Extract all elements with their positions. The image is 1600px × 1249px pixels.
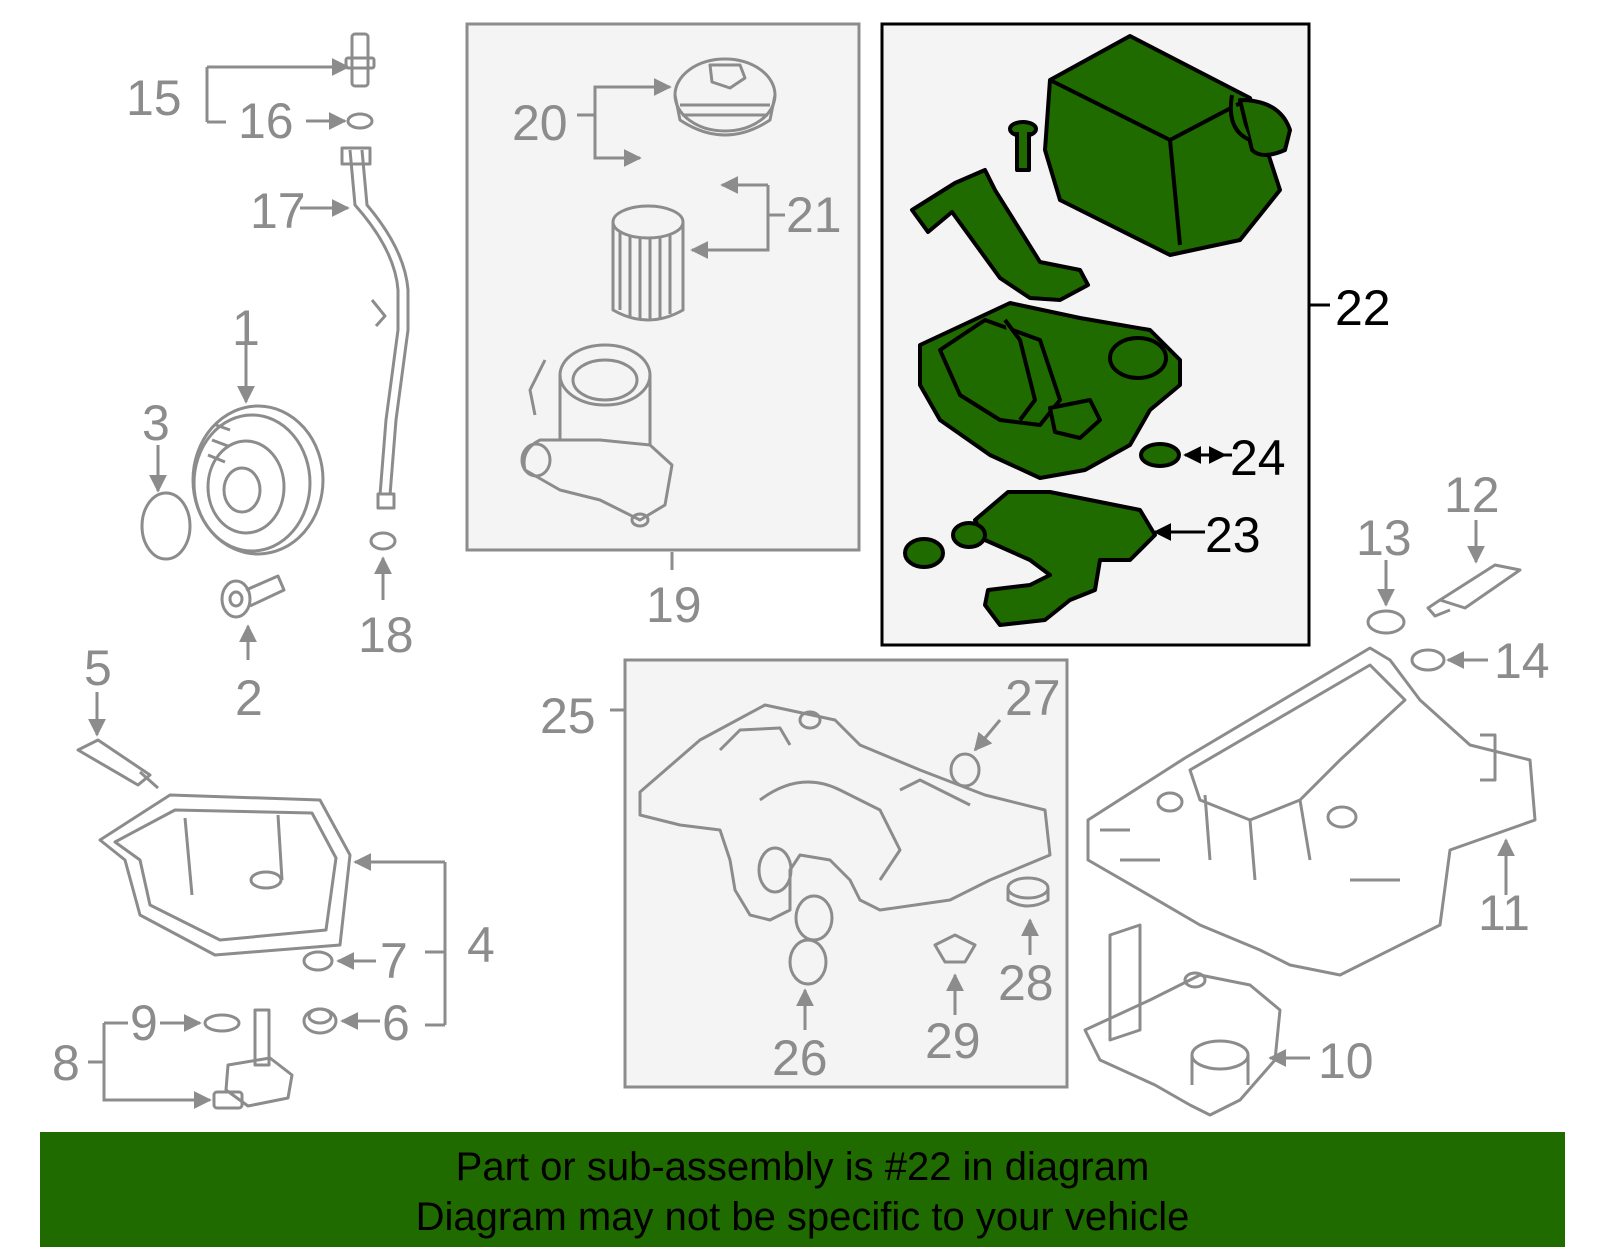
part-9-o-ring	[203, 1013, 241, 1033]
part-5-sealant-tube	[76, 738, 159, 790]
info-banner: Part or sub-assembly is #22 in diagram D…	[40, 1132, 1565, 1247]
label-21: 21	[786, 187, 842, 243]
label-18: 18	[358, 607, 414, 663]
label-28: 28	[998, 955, 1054, 1011]
part-20-filter-cap	[673, 57, 777, 137]
label-15: 15	[126, 70, 182, 126]
part-29-gasket	[933, 933, 977, 964]
part-12-sealant-tube	[1426, 563, 1522, 618]
banner-line-1: Part or sub-assembly is #22 in diagram	[455, 1145, 1150, 1189]
part-11-upper-oil-pan	[1086, 646, 1537, 977]
label-24: 24	[1230, 430, 1286, 486]
label-6: 6	[382, 995, 410, 1051]
part-18-seal	[369, 531, 397, 551]
label-25: 25	[540, 688, 596, 744]
label-7: 7	[380, 933, 408, 989]
label-3: 3	[142, 395, 170, 451]
label-9: 9	[130, 995, 158, 1051]
part-25-intake-manifold	[638, 703, 1052, 922]
label-22: 22	[1335, 280, 1391, 336]
part-1-pulley	[191, 404, 325, 556]
label-13: 13	[1356, 510, 1412, 566]
label-17: 17	[250, 183, 306, 239]
label-2: 2	[235, 670, 263, 726]
part-16-washer	[346, 112, 374, 130]
label-29: 29	[925, 1013, 981, 1069]
part-13-seal	[1366, 609, 1406, 635]
label-1: 1	[232, 300, 260, 356]
part-2-bolt	[220, 574, 286, 619]
part-26-seals	[788, 894, 834, 986]
label-20: 20	[512, 95, 568, 151]
label-27: 27	[1005, 670, 1061, 726]
label-12: 12	[1444, 467, 1500, 523]
banner-line-2: Diagram may not be specific to your vehi…	[415, 1195, 1190, 1239]
part-19-filter-housing	[520, 343, 674, 528]
label-14: 14	[1494, 633, 1550, 689]
part-14-seal	[1410, 648, 1446, 672]
part-7-seal	[302, 950, 334, 972]
label-23: 23	[1205, 507, 1261, 563]
label-19: 19	[646, 577, 702, 633]
part-22-oil-cooler-assembly	[903, 34, 1292, 627]
label-11: 11	[1478, 885, 1530, 941]
group-box-19	[465, 22, 861, 552]
label-4: 4	[467, 917, 495, 973]
part-6-drain-plug	[302, 1007, 338, 1035]
part-15-bolt	[344, 32, 376, 88]
part-8-oil-level-sensor	[212, 1008, 294, 1110]
part-27-seal	[949, 752, 981, 788]
part-21-filter-element	[611, 204, 685, 322]
parts-diagram: 1 2 3 4 5 6 7 8 9 10 11 12 13 14 15 16 1…	[52, 22, 1550, 1117]
part-10-pump-cover	[1083, 923, 1282, 1117]
label-5: 5	[84, 640, 112, 696]
label-16: 16	[238, 93, 294, 149]
label-10: 10	[1318, 1033, 1374, 1089]
part-28-seal	[1006, 876, 1050, 908]
group-box-25	[623, 658, 1069, 1089]
label-26: 26	[772, 1030, 828, 1086]
part-17-dipstick-tube	[348, 149, 410, 496]
label-8: 8	[52, 1035, 80, 1091]
part-3-seal-ring	[140, 491, 192, 561]
part-4-oil-pan	[98, 793, 352, 957]
